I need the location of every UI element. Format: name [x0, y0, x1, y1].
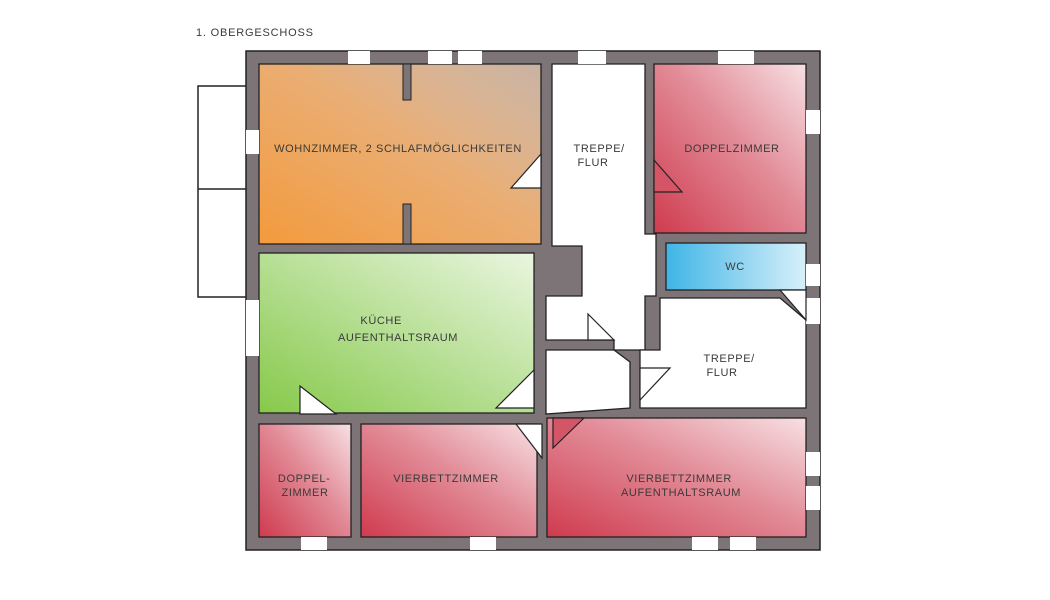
label-doppelzimmer-top: DOPPELZIMMER — [684, 143, 779, 155]
floor-title: 1. OBERGESCHOSS — [196, 27, 314, 39]
balcony — [197, 85, 246, 298]
wall-stub-lower — [402, 203, 412, 245]
label-vierbettzimmer: VIERBETTZIMMER — [393, 473, 499, 485]
label-treppe-flur-top: TREPPE/ FLUR — [574, 143, 629, 169]
label-wc: WC — [725, 261, 745, 273]
label-treppe-flur-bottom: TREPPE/ FLUR — [704, 353, 759, 379]
label-vierbett-aufenthalt: VIERBETTZIMMER AUFENTHALTSRAUM — [621, 473, 741, 499]
room-doppelzimmer-top — [653, 63, 807, 234]
hallway-center — [545, 349, 631, 415]
wall-block-center — [536, 246, 582, 296]
room-kueche — [258, 252, 535, 414]
room-wohnzimmer — [258, 63, 542, 245]
room-vierbett-aufenthalt — [546, 417, 807, 538]
room-doppelzimmer-bottom — [258, 423, 352, 538]
room-treppe-flur-bottom — [639, 297, 807, 409]
label-doppelzimmer-bottom: DOPPEL- ZIMMER — [278, 473, 334, 499]
windows — [246, 51, 820, 550]
room-vierbettzimmer — [360, 423, 538, 538]
room-treppe-flur-top — [545, 63, 657, 351]
wall-stub-upper — [402, 63, 412, 101]
label-wohnzimmer: WOHNZIMMER, 2 SCHLAFMÖGLICHKEITEN — [274, 143, 522, 155]
label-kueche: KÜCHE AUFENTHALTSRAUM — [338, 315, 458, 344]
room-labels: WOHNZIMMER, 2 SCHLAFMÖGLICHKEITEN TREPPE… — [274, 143, 779, 499]
doors — [299, 152, 807, 460]
